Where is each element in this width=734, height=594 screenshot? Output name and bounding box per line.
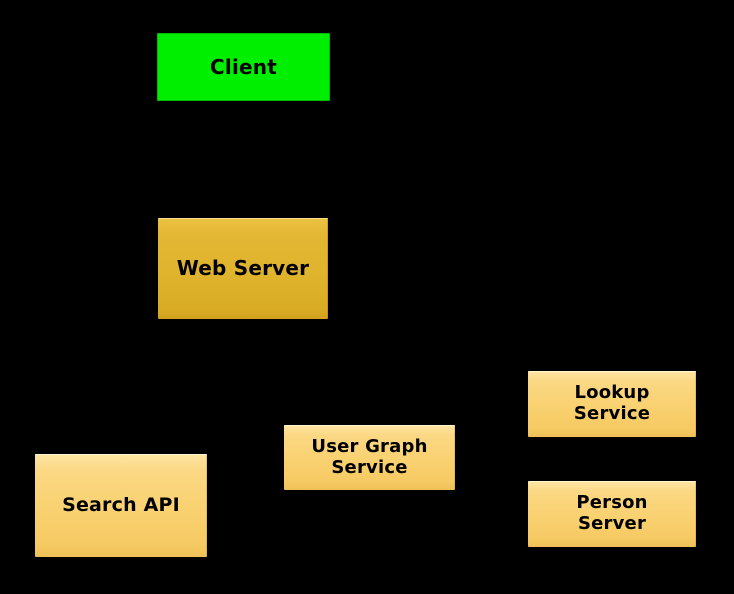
node-web-server[interactable]: Web Server	[158, 218, 328, 319]
node-label-lookup-service: Lookup Service	[573, 382, 651, 424]
node-label-client: Client	[210, 54, 277, 79]
node-label-search-api: Search API	[62, 493, 180, 516]
node-user-graph-service[interactable]: User Graph Service	[284, 425, 455, 490]
node-lookup-service[interactable]: Lookup Service	[528, 371, 696, 437]
node-person-server[interactable]: Person Server	[528, 481, 696, 547]
node-label-user-graph-service: User Graph Service	[311, 435, 428, 478]
node-search-api[interactable]: Search API	[35, 454, 207, 557]
node-label-person-server: Person Server	[576, 492, 648, 534]
node-client[interactable]: Client	[157, 33, 330, 101]
node-label-web-server: Web Server	[176, 256, 310, 280]
